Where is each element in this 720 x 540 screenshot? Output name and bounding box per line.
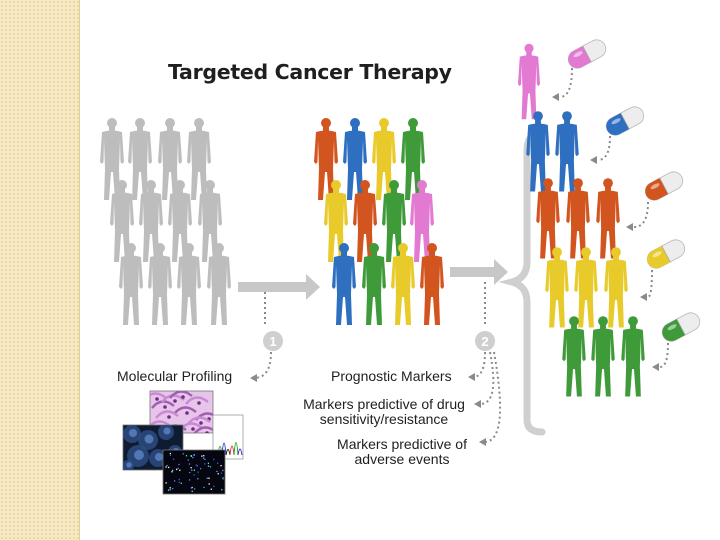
dotted-arrow-icon <box>647 269 653 298</box>
capsule-icon <box>646 239 686 269</box>
capsule-icon <box>661 312 701 342</box>
gray-person-icon <box>207 243 231 325</box>
arrowhead-icon <box>652 363 659 371</box>
yellow-person-icon <box>604 247 628 328</box>
diagram-title: Targeted Cancer Therapy <box>168 60 452 84</box>
adverse-events-markers-label: Markers predictive of adverse events <box>327 437 477 467</box>
colored-person-icon <box>420 243 444 325</box>
step-2-number: 2 <box>481 334 488 349</box>
gray-person-icon <box>177 243 201 325</box>
dotted-arrow-icon <box>483 351 502 443</box>
dotted-arrow-icon <box>633 201 649 228</box>
gray-person-icon <box>148 243 172 325</box>
capsule-icon <box>605 106 645 136</box>
drug-markers-line-2: sensitivity/resistance <box>319 411 449 427</box>
orange-person-icon <box>566 178 590 259</box>
right-arrow-icon <box>450 259 508 285</box>
adverse-markers-line-1: Markers predictive of <box>337 436 467 452</box>
step-1-badge <box>263 331 283 351</box>
adverse-markers-line-2: adverse events <box>354 451 450 467</box>
right-arrow-icon <box>238 274 320 300</box>
green-person-icon <box>621 316 645 397</box>
dotted-arrow-icon <box>559 67 573 98</box>
dotted-arrow-icon <box>479 351 495 405</box>
yellow-person-icon <box>574 247 598 328</box>
yellow-person-icon <box>545 247 569 328</box>
fluorescence-micrograph <box>122 424 184 471</box>
green-person-icon <box>562 316 586 397</box>
step-1-number: 1 <box>269 334 276 349</box>
arrowhead-icon <box>474 400 481 408</box>
arrowhead-icon <box>468 373 475 381</box>
colored-person-icon <box>362 243 386 325</box>
colored-person-icon <box>391 243 415 325</box>
arrowhead-icon <box>640 293 647 301</box>
colored-person-icon <box>332 243 356 325</box>
step-2-badge <box>475 331 495 351</box>
dotted-arrow-icon <box>659 342 669 368</box>
capsule-icon <box>567 39 607 69</box>
gray-person-icon <box>119 243 143 325</box>
sidebar-decoration <box>0 0 80 540</box>
orange-person-icon <box>536 178 560 259</box>
dotted-arrow-icon <box>597 135 611 161</box>
arrowhead-icon <box>479 438 486 446</box>
molecular-profiling-label: Molecular Profiling <box>117 368 233 384</box>
arrowhead-icon <box>626 223 633 231</box>
microarray-image <box>162 449 226 495</box>
prognostic-markers-label: Prognostic Markers <box>331 368 452 384</box>
green-person-icon <box>591 316 615 397</box>
drug-markers-line-1: Markers predictive of drug <box>303 396 465 412</box>
arrowhead-icon <box>250 374 257 382</box>
arrowhead-icon <box>590 156 597 164</box>
capsule-icon <box>644 171 684 201</box>
pink-person-icon <box>517 43 541 120</box>
drug-sensitivity-markers-label: Markers predictive of drug sensitivity/r… <box>295 397 473 427</box>
orange-person-icon <box>596 178 620 259</box>
arrowhead-icon <box>552 93 559 101</box>
dotted-arrow-icon <box>253 351 272 379</box>
brace-icon <box>498 131 546 436</box>
